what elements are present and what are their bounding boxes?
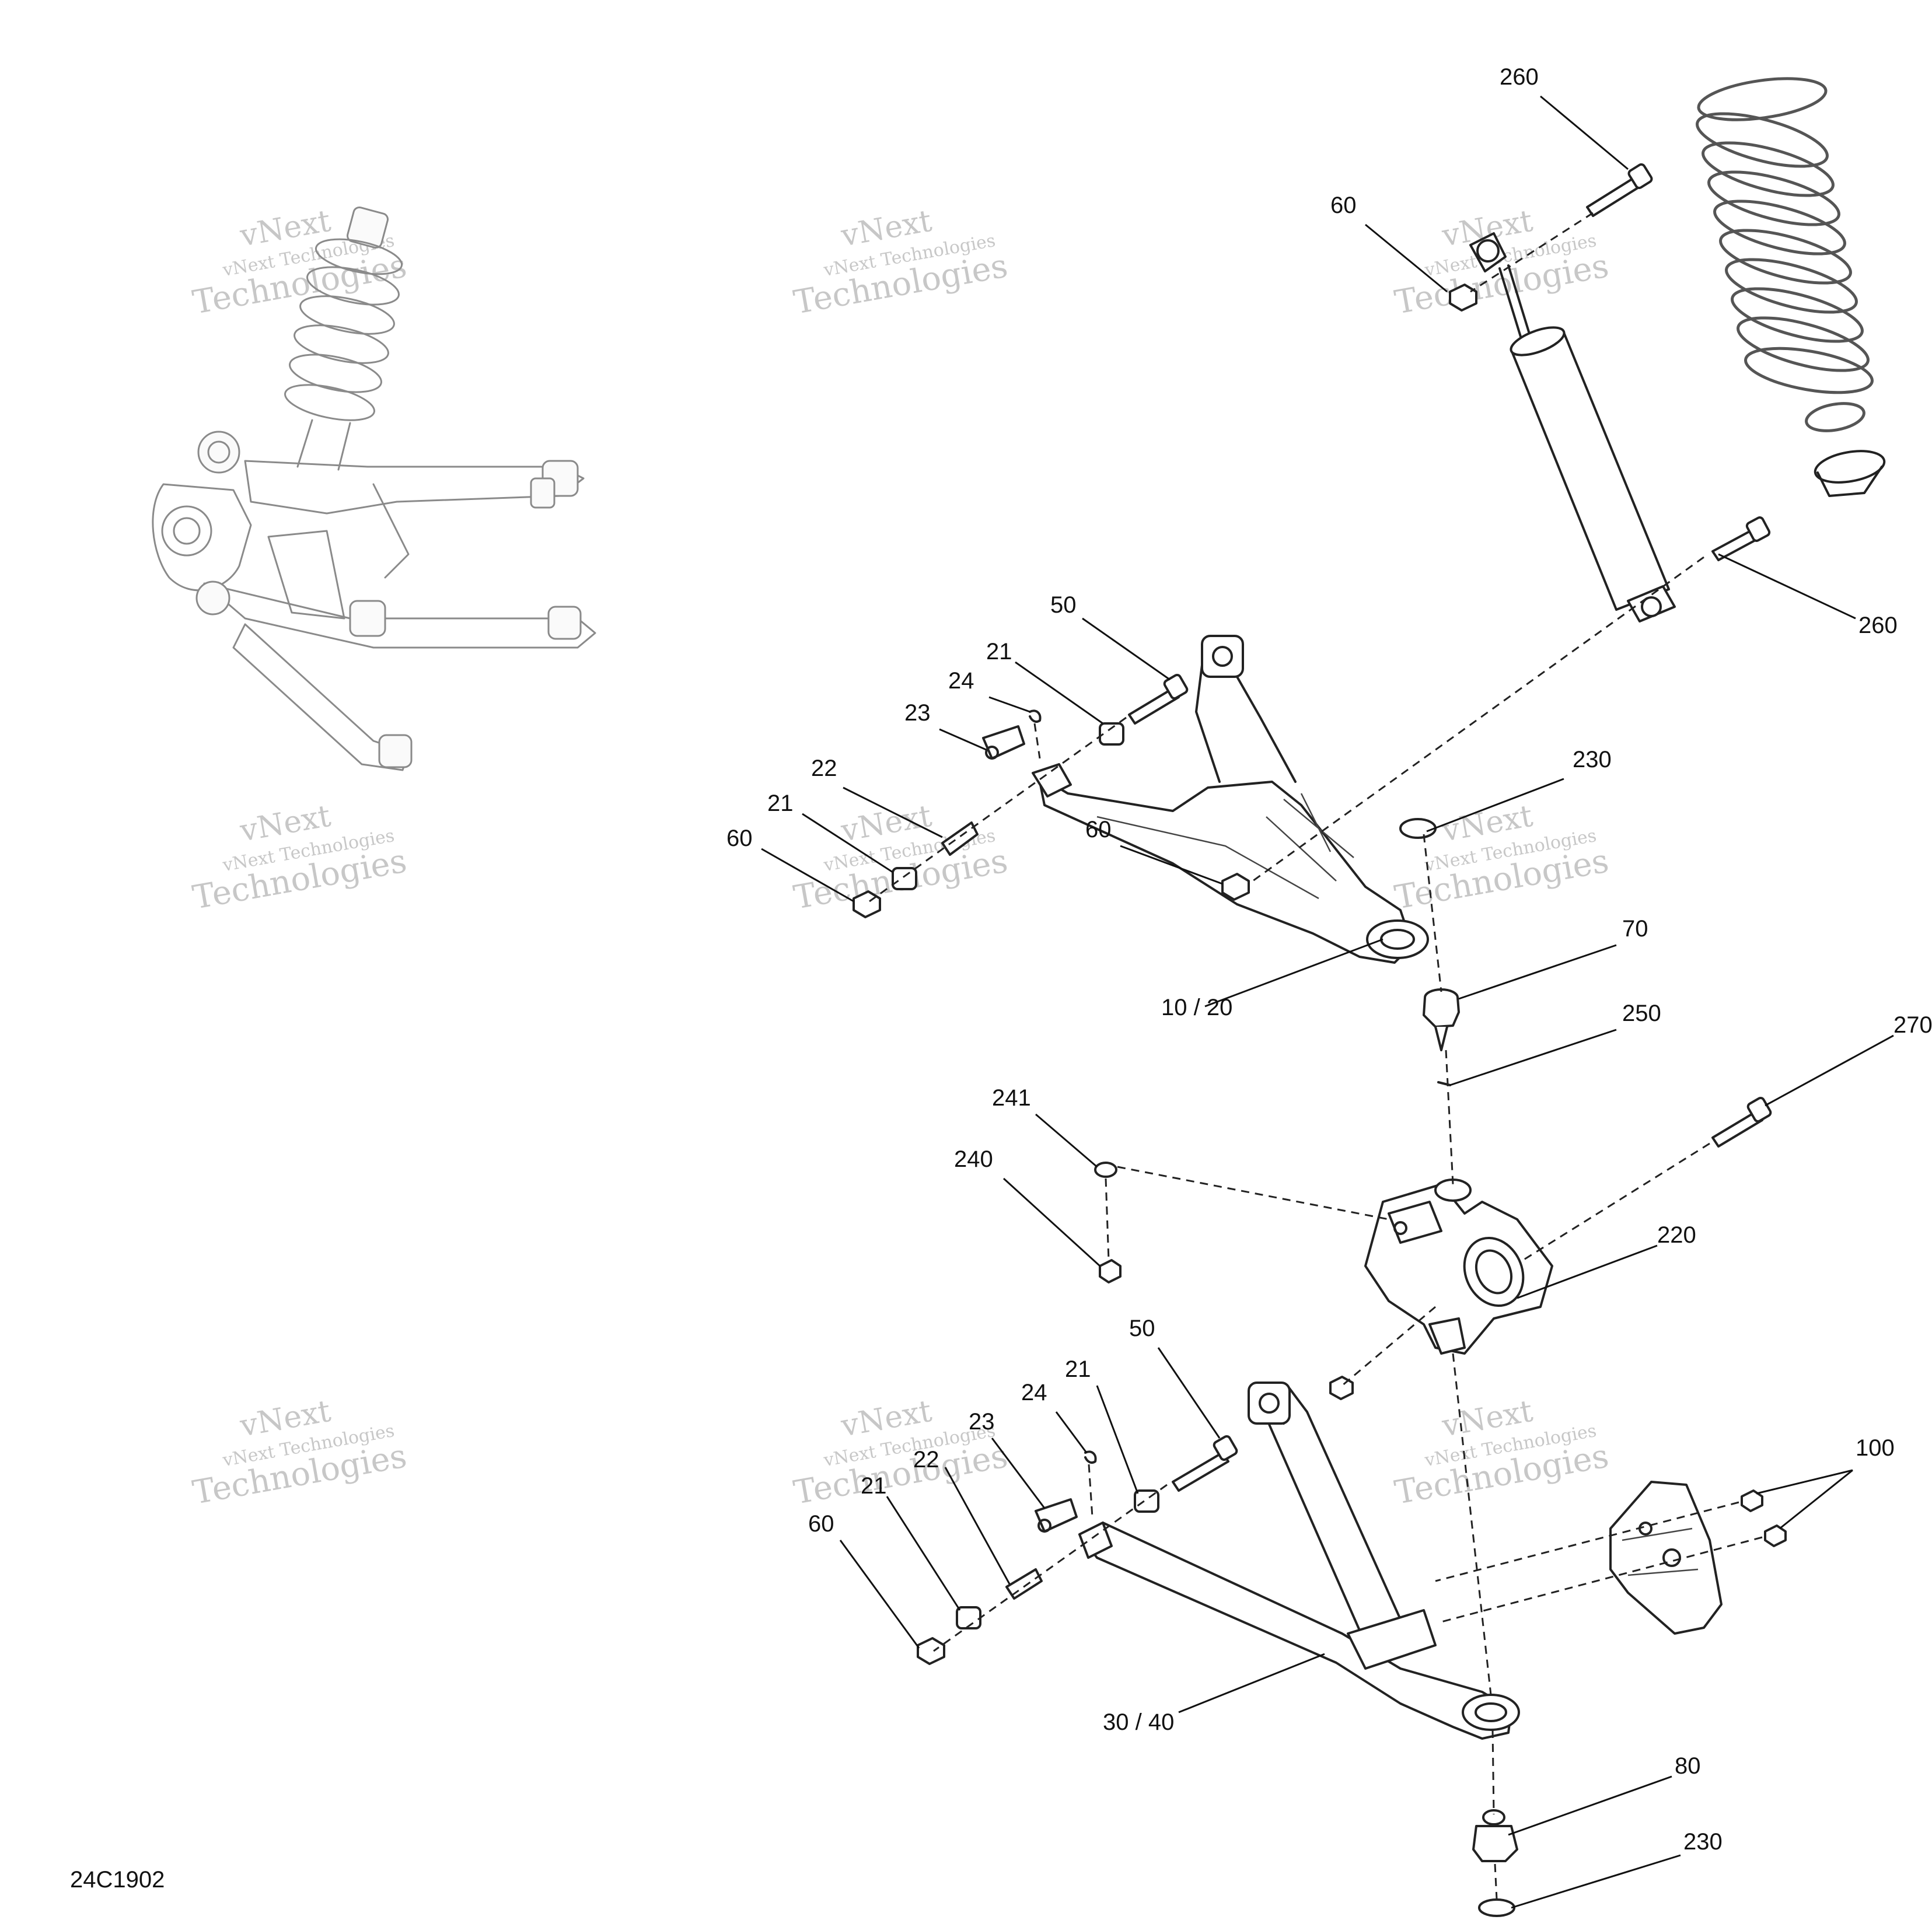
shock-absorber (1469, 232, 1676, 622)
callout-50: 50 (1050, 592, 1077, 618)
watermark: vNext vNext Technologies Technologies (791, 1394, 1010, 1512)
overview-coil-spring (284, 238, 403, 421)
callout-60: 60 (726, 826, 753, 851)
callout-23: 23 (969, 1409, 995, 1435)
callout-80: 80 (1675, 1753, 1701, 1779)
callout-21: 21 (767, 791, 794, 816)
leader-lines (761, 95, 1894, 1909)
assembly-axes (869, 212, 1763, 1900)
callout-260: 260 (1858, 613, 1898, 638)
assembled-suspension-overview (152, 207, 596, 771)
spring-seat-cup (1814, 450, 1886, 497)
ball-joint-70 (1423, 988, 1460, 1051)
callout-21: 21 (861, 1473, 887, 1499)
callout-21: 21 (986, 639, 1012, 665)
callout-10-20: 10 / 20 (1161, 995, 1232, 1020)
retaining-ring-230-lower (1478, 1898, 1515, 1917)
lower-a-arm (1078, 1382, 1520, 1740)
callout-260: 260 (1500, 64, 1539, 90)
watermark: vNext vNext Technologies Technologies (190, 799, 409, 917)
callout-100: 100 (1856, 1435, 1895, 1461)
callout-250: 250 (1622, 1001, 1661, 1026)
drawing-code: 24C1902 (70, 1867, 165, 1893)
callout-270: 270 (1893, 1012, 1932, 1038)
coil-spring (1696, 77, 1874, 394)
callout-230: 230 (1573, 747, 1612, 772)
watermark: vNext vNext Technologies Technologies (1392, 1394, 1611, 1512)
upper-a-arm (1032, 635, 1429, 964)
callout-70: 70 (1622, 916, 1648, 942)
watermark: vNext vNext Technologies Technologies (791, 799, 1010, 917)
watermark: vNext vNext Technologies Technologies (190, 1394, 409, 1512)
retaining-ring-230-upper (1399, 818, 1437, 839)
nut-60-shock (1449, 284, 1477, 312)
callout-60: 60 (1085, 817, 1112, 842)
callout-22: 22 (913, 1447, 939, 1473)
bolt-260-lower (1711, 516, 1771, 561)
upper-arm-bushing-hardware (853, 673, 1250, 918)
callout-240: 240 (954, 1146, 993, 1172)
watermark-group: vNext vNext Technologies Technologies vN… (190, 204, 1611, 1512)
steering-knuckle (1364, 1178, 1553, 1355)
callout-60: 60 (1330, 193, 1357, 218)
spring-seat-ring (1805, 402, 1865, 432)
callout-23: 23 (904, 700, 931, 726)
screws-100 (1741, 1489, 1787, 1547)
callout-22: 22 (811, 756, 837, 781)
watermark: vNext vNext Technologies Technologies (791, 204, 1010, 322)
bolt-260-upper (1586, 163, 1653, 217)
callout-60: 60 (808, 1511, 834, 1537)
callout-30-40: 30 / 40 (1103, 1709, 1174, 1735)
callout-21: 21 (1065, 1356, 1091, 1382)
skid-guard-plate (1609, 1481, 1723, 1635)
callout-24: 24 (1021, 1380, 1047, 1405)
callout-230: 230 (1683, 1829, 1723, 1855)
ball-joint-80 (1472, 1809, 1518, 1862)
callout-24: 24 (948, 668, 974, 694)
watermark: vNext vNext Technologies Technologies (1392, 799, 1611, 917)
callout-241: 241 (992, 1085, 1031, 1111)
callout-50: 50 (1129, 1316, 1155, 1341)
callout-220: 220 (1657, 1222, 1696, 1248)
callout-labels: 260 60 260 50 21 24 23 22 21 60 60 230 1… (726, 64, 1932, 1855)
